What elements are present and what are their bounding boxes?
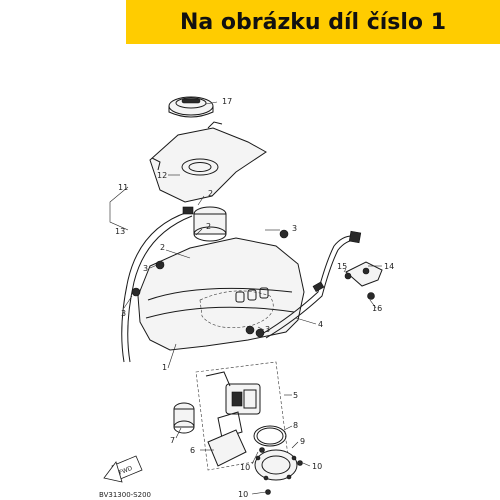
banner-text: Na obrázku díl číslo 1	[179, 9, 447, 35]
fwd-label: FWD	[118, 465, 134, 477]
callout-12: 12	[157, 171, 167, 180]
callout-7: 7	[170, 436, 175, 445]
callout-2a: 2	[208, 189, 213, 198]
breather-hose-part	[121, 206, 194, 363]
callout-15: 15	[337, 262, 347, 271]
filler-cover-part	[149, 121, 267, 203]
callout-10a: 10	[240, 463, 250, 472]
mounting-bracket-part	[344, 261, 383, 300]
tank-bolt-parts	[131, 229, 289, 338]
callout-5: 5	[293, 391, 298, 400]
callout-10b: 10	[312, 462, 322, 471]
callout-1: 1	[162, 363, 167, 372]
callout-2b: 2	[206, 222, 211, 231]
callout-8: 8	[293, 421, 298, 430]
drawing-code: BV31300-S200	[99, 491, 151, 499]
callout-14: 14	[384, 262, 394, 271]
callout-16: 16	[372, 304, 382, 313]
callout-9: 9	[300, 437, 305, 446]
callout-labels: 17 12 11 13 2 2 2 3 3 3 3 15 14 16 4 1 5…	[115, 97, 394, 499]
retaining-plate-part	[254, 449, 298, 481]
callout-3c: 3	[121, 309, 126, 318]
callout-2c: 2	[160, 243, 165, 252]
fuel-hose-part	[261, 230, 362, 339]
callout-10c: 10	[238, 490, 248, 499]
callout-17: 17	[222, 97, 232, 106]
forward-arrow-icon: FWD	[103, 455, 143, 483]
fuel-cap-part	[168, 96, 214, 118]
callout-13: 13	[115, 227, 125, 236]
callout-4: 4	[318, 320, 323, 329]
o-ring-part	[253, 425, 287, 447]
callout-3a: 3	[292, 224, 297, 233]
callout-11: 11	[118, 183, 128, 192]
callout-3b: 3	[143, 264, 148, 273]
screw-parts	[259, 447, 303, 495]
callout-3d: 3	[265, 325, 270, 334]
part-number-banner: Na obrázku díl číslo 1	[126, 0, 500, 44]
fuel-tank-part	[137, 237, 305, 351]
callout-6: 6	[190, 446, 195, 455]
leader-lines	[109, 101, 382, 495]
